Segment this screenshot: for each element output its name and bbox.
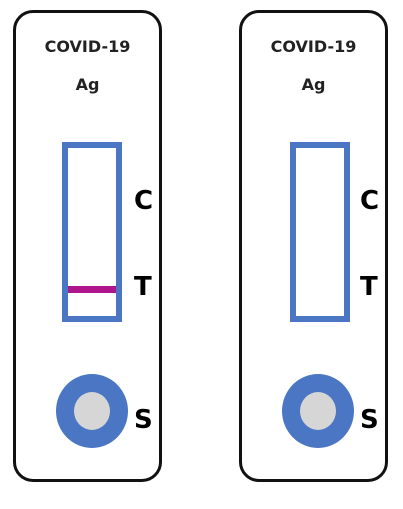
cassette-title-line1: COVID-19 <box>270 37 357 56</box>
cassette-title-line2: Ag <box>75 75 100 94</box>
control-label: C <box>134 186 154 216</box>
test-label: T <box>360 272 378 302</box>
sample-label: S <box>360 405 379 435</box>
cassette-title-line1: COVID-19 <box>44 37 131 56</box>
sample-label: S <box>134 405 153 435</box>
result-window <box>290 142 350 322</box>
control-label: C <box>360 186 380 216</box>
test-cassette-right: COVID-19 Ag C T S <box>239 10 388 482</box>
cassette-title-line2: Ag <box>301 75 326 94</box>
test-line <box>68 286 116 293</box>
sample-well <box>56 374 128 448</box>
test-cassette-left: COVID-19 Ag C T S <box>13 10 162 482</box>
sample-well <box>282 374 354 448</box>
result-window <box>62 142 122 322</box>
test-label: T <box>134 272 152 302</box>
